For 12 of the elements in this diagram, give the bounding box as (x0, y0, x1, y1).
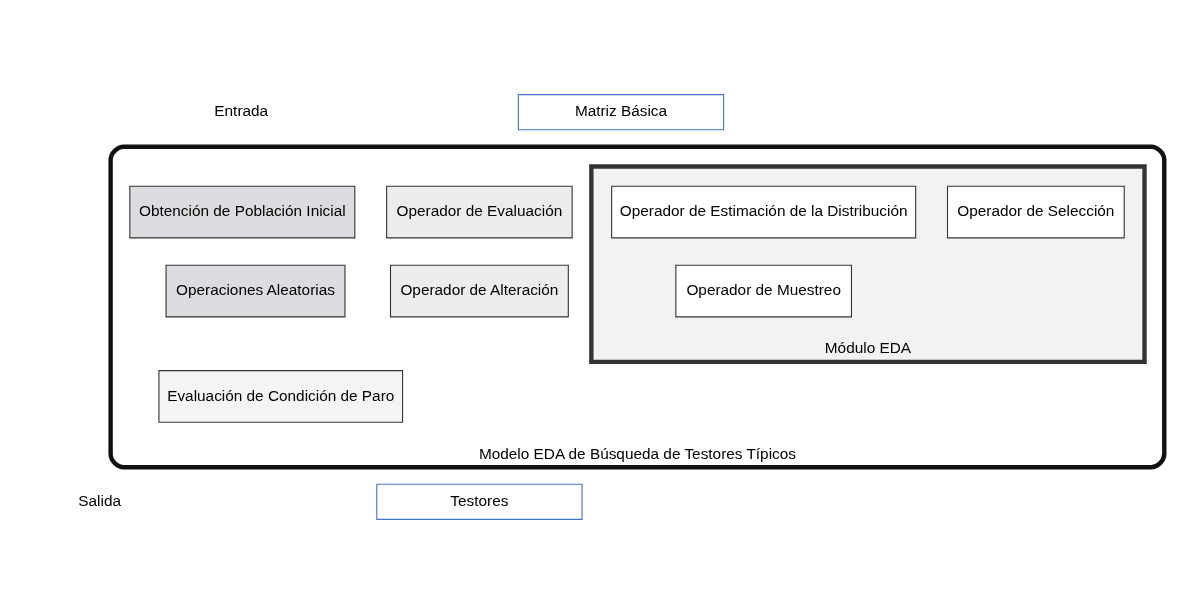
node-box: Operaciones Aleatorias (165, 264, 346, 318)
node-box: Obtención de Población Inicial (129, 185, 356, 239)
node-box: Operador de Selección (946, 185, 1125, 239)
node-box: Matriz Básica (517, 94, 725, 131)
node-box: Operador de Alteración (389, 264, 569, 318)
label: Entrada (214, 102, 269, 120)
node-box: Operador de Evaluación (386, 185, 573, 239)
node-box: Evaluación de Condición de Paro (158, 370, 404, 423)
label: Salida (78, 491, 121, 509)
node-box: Testores (376, 483, 583, 520)
node-box: Operador de Estimación de la Distribución (611, 185, 917, 239)
node-box: Operador de Muestreo (675, 264, 853, 318)
